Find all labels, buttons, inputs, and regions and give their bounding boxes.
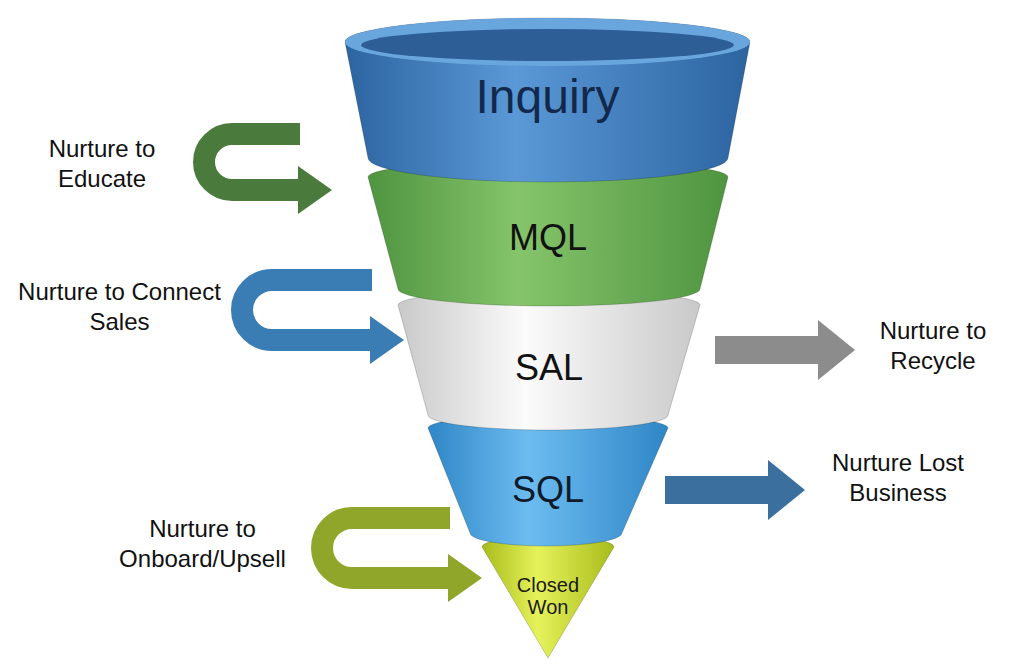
sal-band: SAL bbox=[396, 290, 702, 430]
arrow-head bbox=[448, 554, 482, 602]
band-outline bbox=[428, 415, 668, 546]
band-label: Closed Won bbox=[510, 574, 586, 618]
nurture-label: Nurture to Onboard/Upsell bbox=[119, 515, 286, 572]
band-label: MQL bbox=[405, 218, 691, 258]
u-arrow bbox=[322, 518, 450, 578]
nurture-label: Nurture to Recycle bbox=[880, 317, 987, 374]
arrow-head bbox=[768, 460, 805, 520]
nurture-label: Nurture Lost Business bbox=[832, 449, 964, 506]
label-box: Nurture to Recycle bbox=[858, 316, 1008, 376]
funnel-opening bbox=[361, 29, 734, 61]
straight-arrow bbox=[665, 476, 770, 504]
arrow-head bbox=[298, 166, 332, 214]
band-label: SAL bbox=[437, 348, 661, 388]
nurture-label: Nurture to Connect Sales bbox=[18, 278, 221, 335]
u-arrow bbox=[204, 134, 300, 190]
band-outline bbox=[398, 290, 700, 430]
closed-won-band: Closed Won bbox=[480, 536, 616, 658]
sql-band: SQL bbox=[426, 415, 670, 546]
band-label: Inquiry bbox=[376, 71, 720, 124]
band-outline bbox=[482, 536, 614, 658]
u-arrow bbox=[242, 280, 372, 340]
arrow-head bbox=[370, 316, 404, 364]
label-box: Nurture to Educate bbox=[22, 134, 182, 194]
band-label: SQL bbox=[480, 470, 616, 510]
inquiry-band: Inquiry bbox=[343, 18, 752, 182]
funnel-rim bbox=[345, 18, 750, 66]
straight-arrow bbox=[715, 336, 820, 364]
band-outline bbox=[368, 160, 728, 306]
label-box: Nurture Lost Business bbox=[808, 448, 988, 508]
label-box: Nurture to Onboard/Upsell bbox=[90, 514, 315, 574]
arrow-head bbox=[818, 320, 855, 380]
band-outline bbox=[345, 18, 750, 182]
label-box: Nurture to Connect Sales bbox=[12, 277, 227, 337]
nurture-label: Nurture to Educate bbox=[49, 135, 156, 192]
